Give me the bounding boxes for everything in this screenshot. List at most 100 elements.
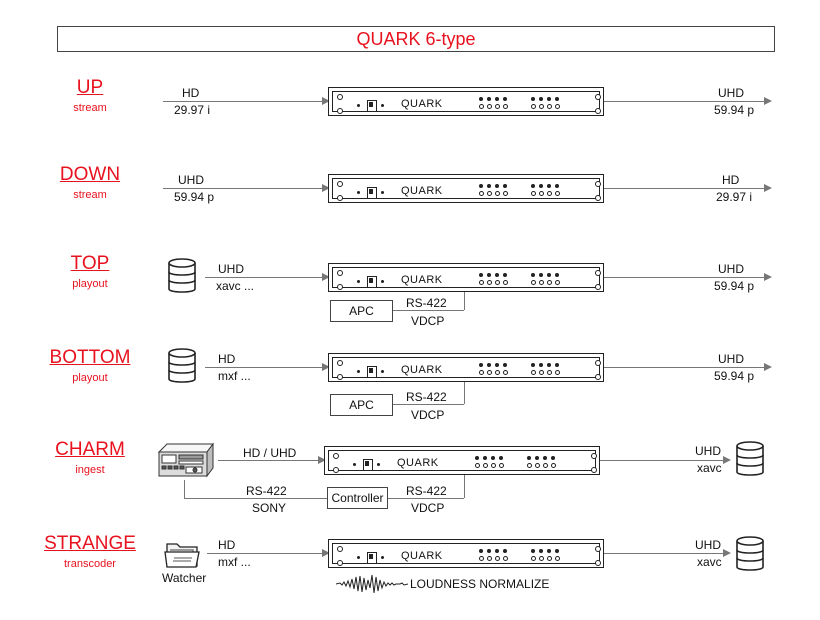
rack-screw-hole: [337, 360, 343, 366]
led-indicator: [543, 456, 547, 460]
row-subtitle: playout: [72, 372, 108, 384]
rack-screw-hole: [337, 108, 343, 114]
control-line: [464, 292, 465, 310]
device-label: QUARK: [401, 274, 443, 286]
device-label: QUARK: [401, 185, 443, 197]
led-indicator: [531, 363, 535, 367]
indicator-dot: [377, 463, 380, 466]
led-indicator: [479, 363, 483, 367]
row-name: DOWN: [59, 164, 121, 185]
row-subtitle: stream: [73, 189, 107, 201]
led-indicator: [503, 363, 507, 367]
device-label: QUARK: [401, 364, 443, 376]
output-rate: 29.97 i: [716, 190, 753, 204]
row-strange: STRANGE transcoder Watcher HD mxf ... QU…: [0, 528, 820, 618]
arrow-head: [322, 363, 330, 371]
led-indicator: [487, 104, 492, 109]
output-format: UHD: [695, 444, 721, 458]
led-indicator: [487, 273, 491, 277]
input-rate: 59.94 p: [174, 190, 215, 204]
led-indicator: [503, 280, 508, 285]
vtr-deck-icon: [157, 442, 214, 478]
device-front-panel: QUARK: [332, 91, 601, 114]
input-format: UHD: [178, 173, 204, 187]
led-indicator: [531, 184, 535, 188]
row-down: DOWN stream UHD 59.94 p QUARK HD 29.97 i: [0, 159, 820, 249]
link-protocol: RS-422: [246, 484, 287, 498]
output-format: UHD: [718, 352, 744, 366]
led-indicator: [487, 363, 491, 367]
led-indicator: [547, 280, 552, 285]
led-indicator: [547, 191, 552, 196]
led-indicator: [495, 549, 499, 553]
input-rate: 29.97 i: [174, 103, 211, 117]
output-format: UHD: [718, 262, 744, 276]
led-group: [531, 97, 563, 109]
rack-screw-hole: [337, 94, 343, 100]
control-line: [393, 310, 464, 311]
led-indicator: [547, 549, 551, 553]
led-indicator: [479, 549, 483, 553]
led-indicator: [487, 370, 492, 375]
led-indicator: [555, 549, 559, 553]
row-name: UP: [76, 77, 104, 98]
led-indicator: [475, 463, 480, 468]
input-format: HD: [182, 86, 200, 100]
input-line: [218, 460, 321, 461]
rack-screw-hole: [337, 284, 343, 290]
rack-screw-hole: [595, 546, 601, 552]
arrow-head: [322, 273, 330, 281]
link-command: VDCP: [411, 408, 445, 422]
device-front-panel: QUARK: [332, 267, 601, 290]
quark-device: QUARK: [328, 87, 604, 116]
led-indicator: [539, 104, 544, 109]
led-indicator: [555, 104, 560, 109]
led-indicator: [495, 184, 499, 188]
led-indicator: [487, 549, 491, 553]
indicator-dot: [381, 280, 384, 283]
power-switch-icon: [363, 459, 373, 471]
led-indicator: [547, 363, 551, 367]
led-indicator: [531, 97, 535, 101]
output-format: UHD: [695, 538, 721, 552]
led-indicator: [491, 463, 496, 468]
led-indicator: [539, 97, 543, 101]
output-line: [604, 553, 724, 554]
led-indicator: [479, 191, 484, 196]
row-top: TOP playout UHD xavc ... QUARK UHD 59.94…: [0, 248, 820, 338]
led-indicator: [499, 463, 504, 468]
device-front-panel: QUARK: [332, 357, 601, 380]
output-line: [604, 188, 764, 189]
arrow-head: [318, 456, 326, 464]
led-indicator: [555, 363, 559, 367]
output-line: [604, 277, 764, 278]
input-format: HD: [218, 538, 236, 552]
led-indicator: [555, 97, 559, 101]
led-indicator: [531, 370, 536, 375]
led-indicator: [479, 104, 484, 109]
led-group: [531, 184, 563, 196]
apc-box: APC: [330, 300, 393, 322]
row-charm: CHARM ingest HD / UHD QUARK UHD xavc: [0, 430, 820, 520]
led-indicator: [551, 456, 555, 460]
device-front-panel: QUARK: [328, 450, 597, 473]
led-indicator: [543, 463, 548, 468]
led-indicator: [535, 463, 540, 468]
led-indicator: [539, 273, 543, 277]
rack-screw-hole: [595, 181, 601, 187]
arrow-head: [764, 184, 772, 192]
led-indicator: [555, 184, 559, 188]
input-line: [163, 188, 325, 189]
database-icon: [168, 348, 196, 383]
led-indicator: [487, 184, 491, 188]
quark-device: QUARK: [324, 446, 600, 475]
row-subtitle: playout: [72, 278, 108, 290]
input-codec: mxf ...: [218, 555, 251, 569]
led-indicator: [555, 280, 560, 285]
led-indicator: [495, 280, 500, 285]
led-group: [475, 456, 507, 468]
led-indicator: [503, 104, 508, 109]
input-line: [163, 101, 325, 102]
led-indicator: [551, 463, 556, 468]
led-indicator: [547, 370, 552, 375]
